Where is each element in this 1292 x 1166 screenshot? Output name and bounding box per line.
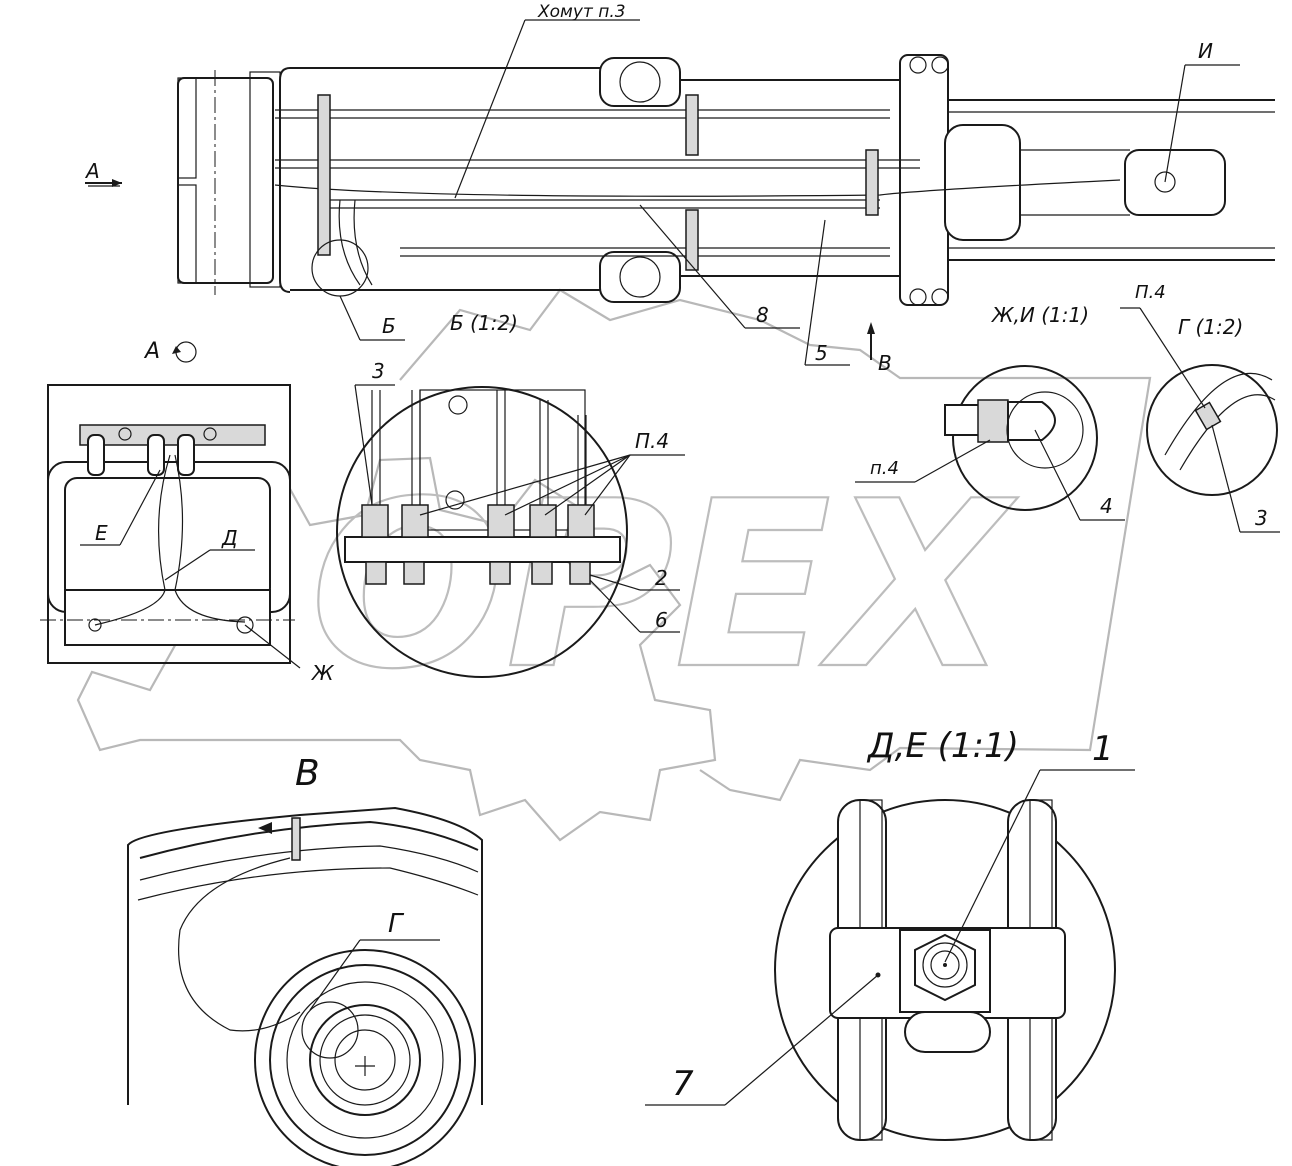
detail-b-circle [336,386,628,678]
callout-b: Б [382,314,396,338]
detail-zh-i-title: Ж,И (1:1) [990,303,1089,327]
manifold [344,536,621,563]
detail-circle-b [311,239,369,297]
callout-d: Д [221,526,238,550]
carriage [944,124,1021,241]
cylinder-flange-top [599,57,681,107]
pivot-block [899,54,949,306]
vertical-pipes [87,434,195,476]
detail-b-title: Б (1:2) [450,311,518,335]
pos-3-b: 3 [372,359,385,383]
pos-3-g: 3 [1255,506,1268,530]
callout-g: Г [388,909,405,939]
clamp-bracket [685,94,699,156]
callout-e: Е [95,521,108,545]
clamp-bracket [685,209,699,271]
clamp-bracket [865,149,879,216]
pos-7: 7 [672,1064,694,1104]
clamp [291,817,301,861]
view-a-label: А [84,159,100,183]
note-p4-zh: п.4 [870,458,899,479]
pos-4: 4 [1100,494,1113,518]
callout-zh: Ж [310,661,335,685]
detail-d-e: Д,Е (1:1) 1 7 [645,726,1135,1141]
pipe-lines [371,390,587,505]
clamp-bracket [317,94,331,256]
detail-g-circle [1146,364,1278,496]
detail-b: 3 П.4 2 6 [336,359,685,678]
svg-text:ОРЕХ: ОРЕХ [310,453,1018,720]
note-p4-g: П.4 [1135,282,1166,303]
detail-g-title: Г (1:2) [1178,315,1243,339]
hex-bolt [914,933,976,1002]
detail-g: Г (1:2) П.4 3 [1120,282,1280,533]
view-a-title: А [143,339,160,364]
view-v: В Г [127,753,483,1166]
callout-i: И [1198,39,1213,63]
watermark-gear: ОРЕХ [76,288,1152,842]
pos-6: 6 [655,608,668,632]
view-a: А Е Д Ж [40,339,335,685]
detail-zh-i-circle [952,365,1098,511]
detail-d-e-title: Д,Е (1:1) [866,726,1019,766]
view-v-arrow-label: В [878,351,892,375]
note-p4-b: П.4 [635,429,669,453]
end-block [177,77,274,284]
top-assembly-view: А Хомут п.3 И Б Б (1:2) 8 5 В [84,2,1275,375]
fittings [361,504,595,585]
pos-1: 1 [1092,729,1114,769]
wheel-hub [254,949,476,1166]
cylinder-flange-bottom [599,251,681,303]
view-v-frame [127,806,483,1105]
clamp-note: Хомут п.3 [537,2,626,22]
detail-d-e-circle [774,799,1116,1141]
pos-5: 5 [815,341,828,365]
view-v-title: В [295,753,320,794]
pos-2: 2 [655,566,668,590]
detail-zh-i: Ж,И (1:1) п.4 4 [855,303,1125,521]
pos-8: 8 [756,303,769,327]
